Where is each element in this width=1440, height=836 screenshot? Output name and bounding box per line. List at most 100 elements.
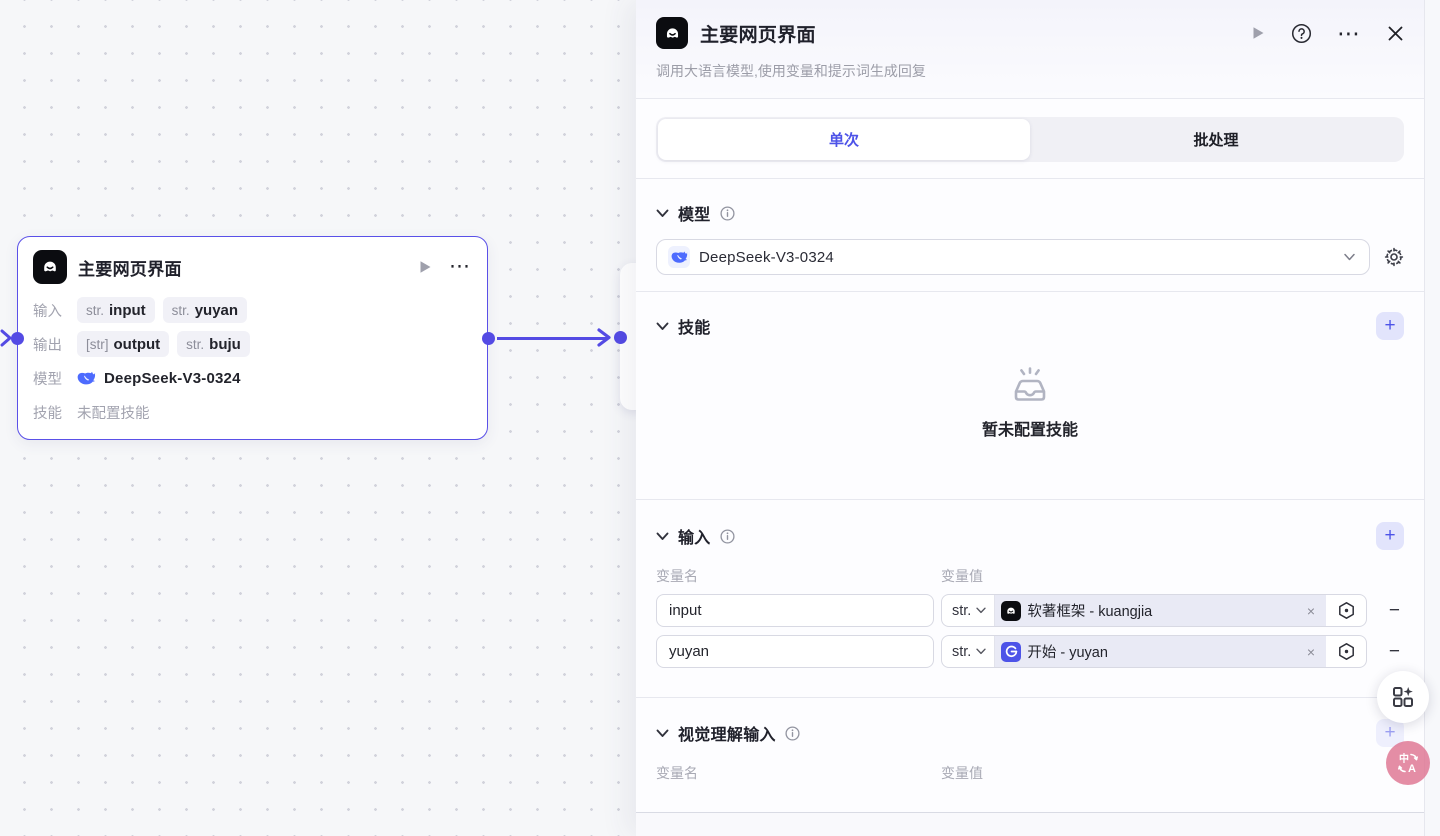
variable-name-input[interactable] xyxy=(656,594,934,627)
translate-fab-button[interactable]: 中 A xyxy=(1386,741,1430,785)
input-variable-row: str. 开始 - yuyan × xyxy=(656,635,1404,668)
variable-reference-tag[interactable]: 开始 - yuyan × xyxy=(995,636,1326,667)
connection-edge xyxy=(497,336,607,340)
io-tag: str. input xyxy=(77,297,155,323)
model-section-title: 模型 xyxy=(678,207,711,224)
add-input-button[interactable]: + xyxy=(1376,522,1404,550)
tab-batch[interactable]: 批处理 xyxy=(1193,132,1239,149)
model-section: 模型 DeepSeek-V3-0324 xyxy=(636,179,1424,292)
type-label: str. xyxy=(952,602,972,619)
deepseek-icon xyxy=(77,371,96,384)
more-icon[interactable]: ⋯ xyxy=(1337,20,1362,46)
input-port-dot[interactable] xyxy=(10,332,24,345)
chevron-down-icon[interactable] xyxy=(656,209,669,218)
tag-name: output xyxy=(113,335,161,353)
variable-name-input[interactable] xyxy=(656,635,934,668)
vision-inputs-section: 视觉理解输入 + 变量名 变量值 xyxy=(636,698,1424,813)
inputs-section-title: 输入 xyxy=(678,530,711,547)
output-port-dot[interactable] xyxy=(481,332,495,345)
remove-row-button[interactable]: − xyxy=(1388,600,1400,621)
tag-name: buju xyxy=(209,335,241,353)
add-skill-button[interactable]: + xyxy=(1376,312,1404,340)
reference-mode-button[interactable] xyxy=(1326,636,1366,667)
start-icon xyxy=(1001,641,1022,662)
tag-type: str. xyxy=(171,302,190,318)
chevron-down-icon xyxy=(1344,253,1355,261)
panel-header: 主要网页界面 ⋯ 调用大语言模型,使用变量和提示词生成回 xyxy=(636,0,1424,99)
edge-arrow-icon xyxy=(0,329,12,347)
node-skills-value: 未配置技能 xyxy=(77,405,150,422)
reference-mode-button[interactable] xyxy=(1326,595,1366,626)
io-tag: str. yuyan xyxy=(162,297,248,323)
reference-label: 开始 - yuyan xyxy=(1027,645,1108,661)
run-mode-tabs: 单次 批处理 xyxy=(636,99,1424,179)
column-variable-name: 变量名 xyxy=(656,568,698,584)
variable-reference-tag[interactable]: 软著框架 - kuangjia × xyxy=(995,595,1326,626)
skills-section: 技能 + 暂未配置技能 xyxy=(636,292,1424,500)
tab-single[interactable]: 单次 xyxy=(658,119,1030,160)
node-model-label: 模型 xyxy=(33,371,62,388)
agent-icon xyxy=(33,250,67,284)
type-select[interactable]: str. xyxy=(942,636,996,667)
reference-label: 软著框架 - kuangjia xyxy=(1027,604,1153,620)
node-config-panel: 主要网页界面 ⋯ 调用大语言模型,使用变量和提示词生成回 xyxy=(636,0,1440,836)
tag-type: str. xyxy=(86,302,105,318)
help-icon[interactable] xyxy=(1291,23,1312,44)
chevron-down-icon xyxy=(976,648,987,655)
add-vision-input-button[interactable]: + xyxy=(1376,719,1404,747)
info-icon xyxy=(720,528,735,544)
run-node-play-icon[interactable] xyxy=(417,259,433,275)
model-select[interactable]: DeepSeek-V3-0324 xyxy=(656,239,1370,275)
panel-scrollbar-gutter[interactable] xyxy=(1424,0,1440,836)
node-skills-label: 技能 xyxy=(33,405,62,422)
tag-name: yuyan xyxy=(194,301,239,319)
io-tag: str. buju xyxy=(177,331,250,357)
tag-type: str. xyxy=(186,336,205,352)
svg-text:中: 中 xyxy=(1399,752,1409,765)
vision-section-title: 视觉理解输入 xyxy=(678,727,776,744)
chevron-down-icon[interactable] xyxy=(656,729,669,738)
node-model-value: DeepSeek-V3-0324 xyxy=(104,369,241,387)
gear-icon xyxy=(1384,247,1404,267)
svg-text:A: A xyxy=(1408,763,1416,775)
info-icon xyxy=(720,205,735,221)
agent-icon xyxy=(1001,600,1022,621)
variable-value-group: str. 软著框架 - kuangjia × xyxy=(941,594,1367,627)
variable-value-group: str. 开始 - yuyan × xyxy=(941,635,1367,668)
node-outputs-label: 输出 xyxy=(33,337,62,354)
skills-empty-text: 暂未配置技能 xyxy=(981,422,1078,439)
next-section-strip xyxy=(636,813,1424,836)
agent-icon xyxy=(656,17,688,49)
node-inputs-label: 输入 xyxy=(33,303,62,320)
type-label: str. xyxy=(952,643,972,660)
node-title: 主要网页界面 xyxy=(78,259,182,279)
column-variable-name: 变量名 xyxy=(656,765,698,781)
io-tag: [str] output xyxy=(77,331,170,357)
widgets-fab-button[interactable] xyxy=(1377,671,1429,723)
reference-icon xyxy=(1338,643,1354,660)
close-icon[interactable] xyxy=(1387,25,1404,42)
model-settings-button[interactable] xyxy=(1384,247,1404,267)
remove-x-icon[interactable]: × xyxy=(1306,602,1315,619)
node-more-icon[interactable]: ⋯ xyxy=(449,255,472,278)
column-variable-value: 变量值 xyxy=(941,765,983,781)
inputs-section: 输入 + 变量名 变量值 str. xyxy=(636,500,1424,698)
chevron-down-icon[interactable] xyxy=(656,322,669,331)
model-select-value: DeepSeek-V3-0324 xyxy=(699,248,834,266)
reference-icon xyxy=(1338,602,1354,619)
node-card-main-webpage[interactable]: 主要网页界面 ⋯ 输入 str. input str. yuyan 输出 [st xyxy=(10,236,495,440)
column-variable-value: 变量值 xyxy=(941,568,983,584)
remove-x-icon[interactable]: × xyxy=(1306,643,1315,660)
type-select[interactable]: str. xyxy=(942,595,996,626)
panel-subtitle: 调用大语言模型,使用变量和提示词生成回复 xyxy=(656,63,926,79)
run-play-icon[interactable] xyxy=(1250,25,1266,41)
deepseek-icon xyxy=(668,246,690,268)
chevron-down-icon[interactable] xyxy=(656,532,669,541)
chevron-down-icon xyxy=(976,607,987,614)
input-port-dot[interactable] xyxy=(613,331,627,344)
skills-section-title: 技能 xyxy=(678,320,711,337)
remove-row-button[interactable]: − xyxy=(1388,641,1400,662)
empty-skills-icon xyxy=(1014,367,1046,401)
translate-icon: 中 A xyxy=(1398,752,1418,775)
tag-name: input xyxy=(109,301,146,319)
